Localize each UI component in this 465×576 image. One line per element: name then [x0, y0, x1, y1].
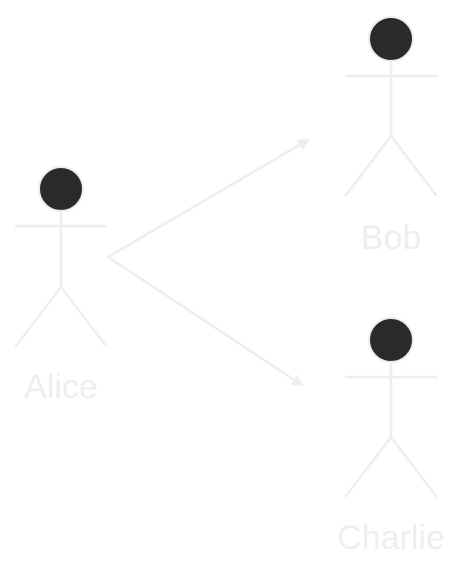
actor-right-leg [59, 285, 108, 348]
actor-right-leg [389, 435, 438, 498]
actor-alice: Alice [14, 166, 108, 406]
actor-left-leg [14, 285, 63, 348]
actor-label-charlie: Charlie [337, 519, 445, 557]
actor-left-leg [344, 435, 393, 498]
actor-head-icon [38, 166, 84, 212]
actor-left-leg [344, 134, 393, 197]
actor-charlie: Charlie [337, 317, 445, 557]
actor-bob: Bob [344, 16, 438, 257]
actor-head-icon [368, 16, 414, 62]
actor-label-bob: Bob [361, 219, 422, 257]
actor-label-alice: Alice [24, 368, 98, 406]
actor-head-icon [368, 317, 414, 363]
actor-right-leg [389, 134, 438, 197]
connection-alice-charlie [106, 255, 304, 387]
connection-alice-bob [106, 138, 310, 259]
